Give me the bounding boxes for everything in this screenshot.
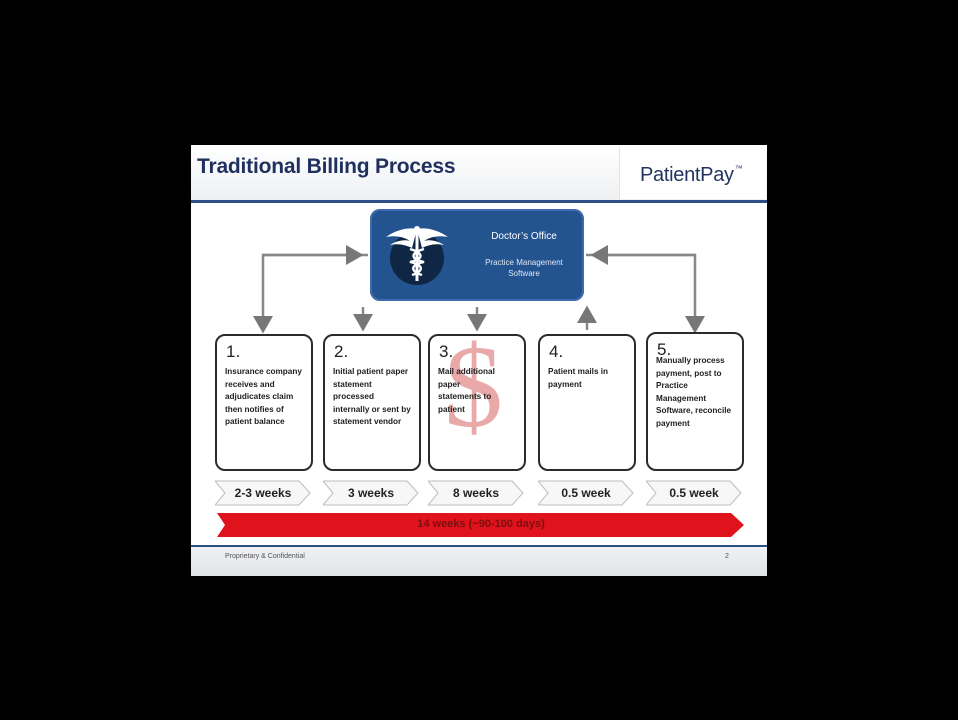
confidential-notice: Proprietary & Confidential — [225, 553, 305, 560]
step-description: Patient mails in payment — [548, 367, 609, 389]
step-card-4: 4. Patient mails in payment — [538, 334, 636, 471]
step-number: 1. — [226, 342, 241, 361]
logo-text: PatientPay — [640, 164, 734, 186]
doctors-office-box: Doctor’s Office Practice Management Soft… — [370, 209, 584, 301]
step-number: 2. — [334, 342, 349, 361]
header-rule — [191, 200, 767, 203]
arrow-office-to-step5 — [586, 253, 705, 334]
duration-label: 8 weeks — [452, 486, 500, 500]
duration-chevron-5: 0.5 week — [646, 480, 742, 506]
arrow-office-to-step1 — [253, 253, 368, 334]
dollar-icon: $ — [444, 334, 503, 452]
duration-chevron-3: 8 weeks — [428, 480, 524, 506]
slide-title: Traditional Billing Process — [197, 155, 456, 178]
duration-label: 2-3 weeks — [234, 486, 292, 500]
step-card-1: 1. Insurance company receives and adjudi… — [215, 334, 313, 471]
step-description: Initial patient paper statement processe… — [333, 367, 411, 427]
step-description: Insurance company receives and adjudicat… — [225, 367, 302, 427]
duration-label: 3 weeks — [347, 486, 395, 500]
caduceus-icon — [386, 226, 448, 285]
duration-chevron-4: 0.5 week — [538, 480, 634, 506]
office-subtitle: Practice Management Software — [485, 258, 563, 278]
logo-area: PatientPay™ — [619, 147, 766, 199]
duration-chevron-1: 2-3 weeks — [215, 480, 311, 506]
office-title: Doctor’s Office — [491, 231, 557, 242]
total-duration-label: 14 weeks (~90-100 days) — [417, 518, 545, 530]
step-number: 5. — [657, 340, 672, 359]
flow-arrows — [253, 245, 705, 334]
step-number: 3. — [439, 342, 454, 361]
step-description: Mail additional paper statements to pati… — [438, 367, 495, 414]
patientpay-logo: PatientPay™ — [640, 164, 743, 187]
slide-header: Traditional Billing Process PatientPay™ — [191, 145, 767, 200]
duration-label: 0.5 week — [669, 486, 719, 500]
logo-trademark: ™ — [734, 164, 743, 173]
step-number: 4. — [549, 342, 564, 361]
duration-label: 0.5 week — [561, 486, 611, 500]
step-card-3: $ 3. Mail additional paper statements to… — [428, 334, 526, 471]
page-number: 2 — [725, 553, 729, 560]
duration-chevron-2: 3 weeks — [323, 480, 419, 506]
slide: Traditional Billing Process PatientPay™ — [191, 145, 767, 576]
total-duration-arrow: 14 weeks (~90-100 days) — [217, 512, 745, 538]
step-card-2: 2. Initial patient paper statement proce… — [323, 334, 421, 471]
step-card-5: 5. Manually process payment, post to Pra… — [646, 332, 744, 471]
slide-footer: Proprietary & Confidential 2 — [191, 545, 767, 576]
step-description: Manually process payment, post to Practi… — [656, 356, 732, 428]
